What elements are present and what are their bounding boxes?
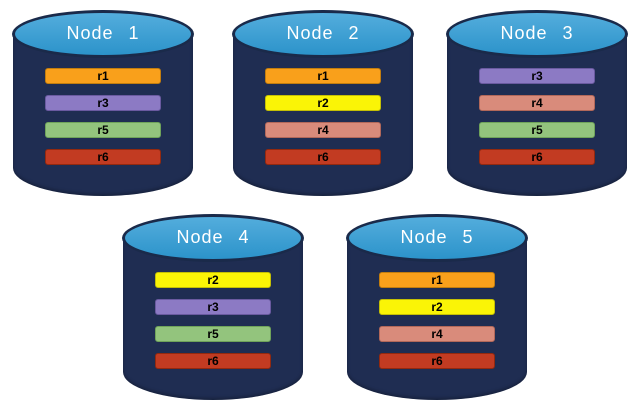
- cylinder-top-ellipse: Node 2: [232, 10, 414, 58]
- replica-bar-r2: r2: [155, 272, 271, 288]
- replica-bar-r6: r6: [265, 149, 381, 165]
- database-node-3: Node 3 r3 r4 r5 r6: [446, 10, 628, 196]
- replica-bar-r5: r5: [45, 122, 161, 138]
- cylinder-body: [347, 238, 527, 400]
- cylinder-top-ellipse: Node 1: [12, 10, 194, 58]
- database-node-1: Node 1 r1 r3 r5 r6: [12, 10, 194, 196]
- replica-bar-r3: r3: [45, 95, 161, 111]
- replica-bar-r4: r4: [265, 122, 381, 138]
- replica-list: r3 r4 r5 r6: [446, 68, 628, 165]
- node-label: Node 5: [400, 227, 474, 247]
- replica-bar-r1: r1: [45, 68, 161, 84]
- replica-bar-r6: r6: [155, 353, 271, 369]
- replica-bar-r3: r3: [155, 299, 271, 315]
- cylinder-body: [233, 34, 413, 196]
- replica-list: r2 r3 r5 r6: [122, 272, 304, 369]
- node-label: Node 1: [66, 23, 140, 43]
- replica-bar-r6: r6: [379, 353, 495, 369]
- cylinder-body: [13, 34, 193, 196]
- database-node-4: Node 4 r2 r3 r5 r6: [122, 214, 304, 400]
- cylinder-top-ellipse: Node 5: [346, 214, 528, 262]
- node-label: Node 4: [176, 227, 250, 247]
- replica-bar-r5: r5: [155, 326, 271, 342]
- replica-bar-r4: r4: [379, 326, 495, 342]
- replica-list: r1 r3 r5 r6: [12, 68, 194, 165]
- node-label: Node 2: [286, 23, 360, 43]
- replica-bar-r1: r1: [379, 272, 495, 288]
- replica-bar-r3: r3: [479, 68, 595, 84]
- cylinder-body: [123, 238, 303, 400]
- replica-bar-r1: r1: [265, 68, 381, 84]
- replica-bar-r6: r6: [45, 149, 161, 165]
- database-node-2: Node 2 r1 r2 r4 r6: [232, 10, 414, 196]
- replica-list: r1 r2 r4 r6: [346, 272, 528, 369]
- database-node-5: Node 5 r1 r2 r4 r6: [346, 214, 528, 400]
- cylinder-body: [447, 34, 627, 196]
- cylinder-top-ellipse: Node 3: [446, 10, 628, 58]
- node-label: Node 3: [500, 23, 574, 43]
- replica-bar-r2: r2: [379, 299, 495, 315]
- cylinder-top-ellipse: Node 4: [122, 214, 304, 262]
- replica-bar-r5: r5: [479, 122, 595, 138]
- replica-bar-r2: r2: [265, 95, 381, 111]
- replica-list: r1 r2 r4 r6: [232, 68, 414, 165]
- replica-bar-r4: r4: [479, 95, 595, 111]
- replica-bar-r6: r6: [479, 149, 595, 165]
